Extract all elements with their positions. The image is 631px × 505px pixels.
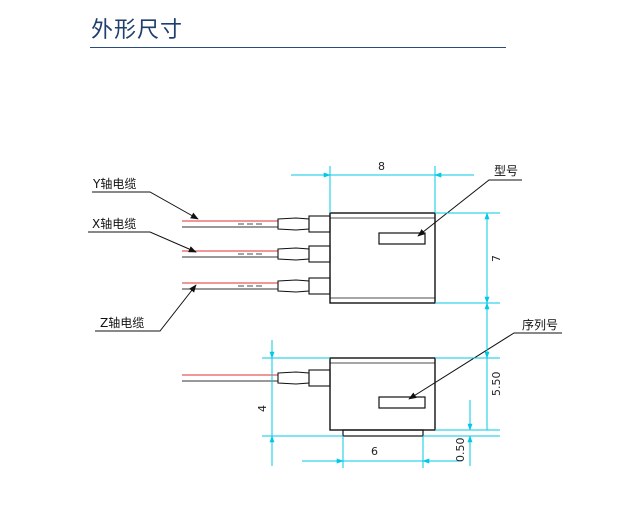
cable-y <box>182 215 331 233</box>
page-title: 外形尺寸 <box>91 18 184 43</box>
top-sensor-body <box>329 212 436 304</box>
top-view <box>88 179 522 332</box>
serial-label-slot <box>378 396 426 409</box>
dim-gap: 5.50 <box>490 372 503 397</box>
z-cable-label: Z轴电缆 <box>100 315 144 330</box>
cable-z <box>182 277 331 295</box>
dim-base: 0.50 <box>454 438 467 463</box>
bottom-sensor-body <box>329 357 436 431</box>
model-leader <box>417 179 522 237</box>
bottom-view <box>182 332 562 437</box>
model-callout: 型号 <box>494 164 518 178</box>
cable-single <box>182 369 331 387</box>
x-cable-label: X轴电缆 <box>92 216 136 231</box>
y-cable-leader <box>92 191 199 220</box>
y-cable-label: Y轴电缆 <box>92 176 136 191</box>
cable-x <box>182 245 331 263</box>
bottom-base <box>342 429 424 437</box>
z-cable-leader <box>95 284 197 332</box>
dim-width-bottom: 6 <box>371 445 378 458</box>
model-label-slot <box>378 232 426 245</box>
dim-height-top: 7 <box>490 255 503 262</box>
dim-width-top: 8 <box>378 160 385 173</box>
title-divider <box>90 47 506 48</box>
serial-callout: 序列号 <box>522 317 558 332</box>
x-cable-leader <box>88 231 197 253</box>
serial-leader <box>408 332 562 400</box>
dimension-lines <box>262 166 500 468</box>
dim-height-bottom: 4 <box>256 405 269 412</box>
